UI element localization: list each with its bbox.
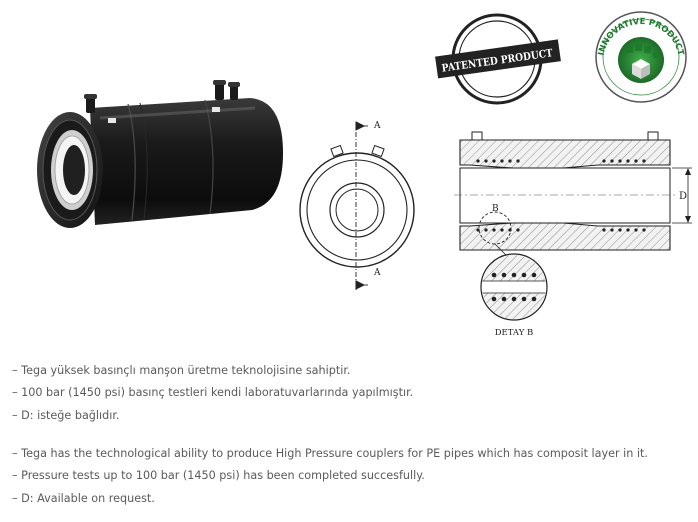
section-label-bottom: A bbox=[373, 268, 381, 278]
patented-product-badge bbox=[435, 13, 561, 105]
english-line: – Pressure tests up to 100 bar (1450 psi… bbox=[12, 469, 425, 483]
english-description: – Tega has the technological ability to … bbox=[12, 443, 648, 510]
detail-b bbox=[480, 253, 548, 321]
turkish-line: – Tega yüksek basınçlı manşon üretme tek… bbox=[12, 364, 351, 377]
dimension-label: D bbox=[679, 191, 687, 202]
section-view bbox=[299, 121, 415, 292]
coupler-photo bbox=[37, 80, 284, 228]
cube-icon bbox=[632, 59, 650, 79]
english-line: – D: Available on request. bbox=[12, 491, 155, 505]
turkish-line: – 100 bar (1450 psi) basınç testleri ken… bbox=[12, 386, 414, 400]
wire-dots-top bbox=[476, 159, 646, 163]
longitudinal-drawing bbox=[454, 131, 692, 258]
english-line: – Tega has the technological ability to … bbox=[12, 447, 648, 460]
turkish-line: – D: isteğe bağlıdır. bbox=[12, 408, 120, 422]
turkish-description: – Tega yüksek basınçlı manşon üretme tek… bbox=[12, 360, 413, 427]
detail-caption: DETAY B bbox=[495, 328, 534, 338]
section-label-top: A bbox=[373, 121, 381, 131]
detail-marker-label: B bbox=[492, 204, 499, 214]
innovative-product-badge bbox=[595, 11, 687, 103]
product-figure: A A B D DETAY B PATENTED PRODUCT INNOVAT… bbox=[37, 11, 692, 338]
